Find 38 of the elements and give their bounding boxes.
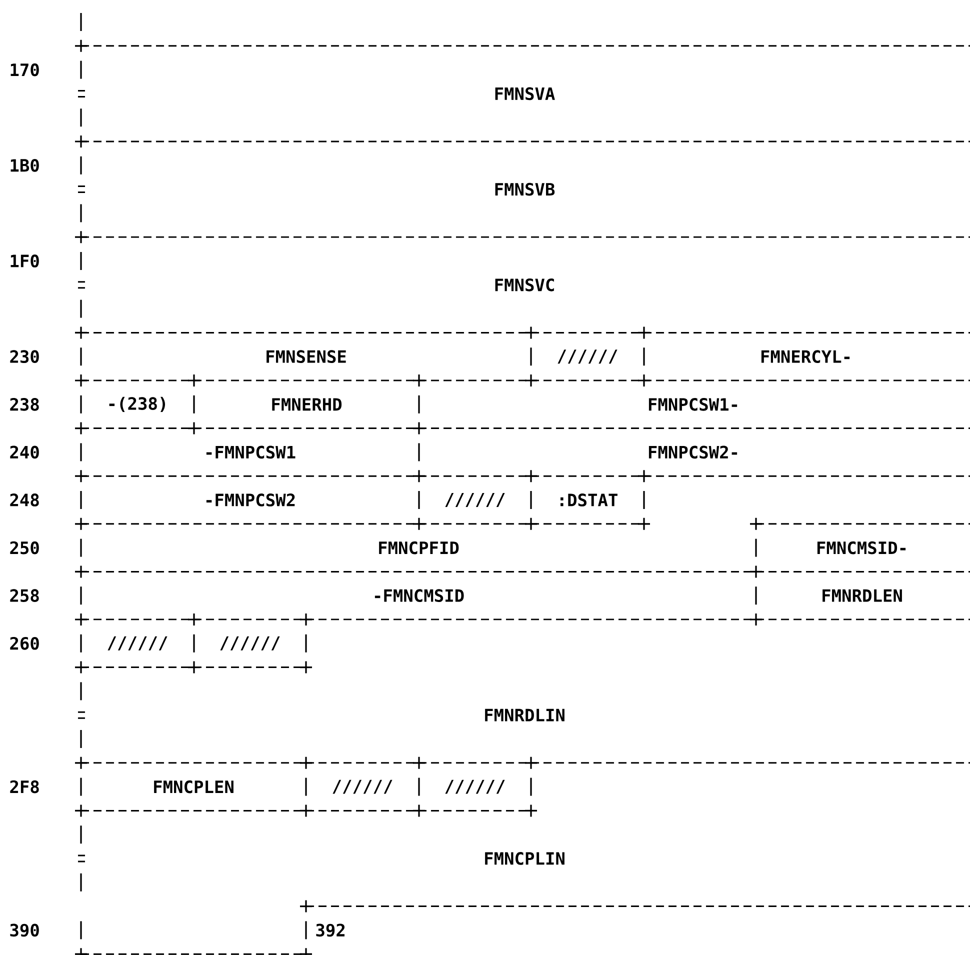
reserved-field: ////// [445, 493, 505, 507]
end-offset: 392 [316, 924, 344, 937]
offset-label: 260 [10, 636, 39, 650]
field-name: FMNCPLEN [154, 780, 234, 794]
offset-label: 230 [10, 350, 39, 364]
offset-label: 248 [10, 494, 39, 506]
field-name: -(238) [109, 396, 166, 412]
offset-label: 390 [10, 924, 39, 937]
field-name: -FMNCMSID [374, 589, 464, 602]
reserved-field: ////// [332, 780, 392, 794]
field-name: FMNPCSW2- [648, 446, 738, 459]
reserved-field: ////// [558, 350, 618, 364]
field-name: FMNSVA [495, 87, 555, 100]
offset-label: 258 [10, 589, 39, 602]
reserved-field: ////// [445, 780, 505, 794]
field-name: FMNSENSE [266, 350, 346, 364]
field-name: FMNCPFID [379, 541, 459, 554]
field-name: FMNSVC [495, 278, 554, 292]
offset-label: 170 [10, 63, 39, 76]
offset-label: 250 [10, 541, 39, 554]
offset-label: 240 [10, 446, 39, 459]
field-name: FMNRDLEN [822, 589, 902, 602]
reserved-field: ////// [108, 636, 168, 650]
reserved-field: ////// [220, 636, 280, 650]
field-name: FMNSVB [495, 182, 555, 196]
offset-label: 1B0 [10, 158, 39, 172]
offset-label: 2F8 [10, 780, 39, 794]
field-name: FMNCPLIN [485, 852, 564, 865]
offset-label: 1F0 [10, 254, 39, 268]
field-name: FMNPCSW1- [648, 398, 738, 411]
field-name: FMNERCYL- [761, 350, 850, 364]
field-name: :DSTAT [560, 494, 618, 506]
field-name: FMNERHD [272, 398, 342, 411]
field-name: -FMNPCSW2 [206, 494, 295, 506]
field-name: FMNCMSID- [817, 541, 906, 554]
offset-label: 238 [10, 398, 39, 411]
field-name: FMNRDLIN [485, 708, 564, 722]
field-name: -FMNPCSW1 [206, 446, 296, 459]
